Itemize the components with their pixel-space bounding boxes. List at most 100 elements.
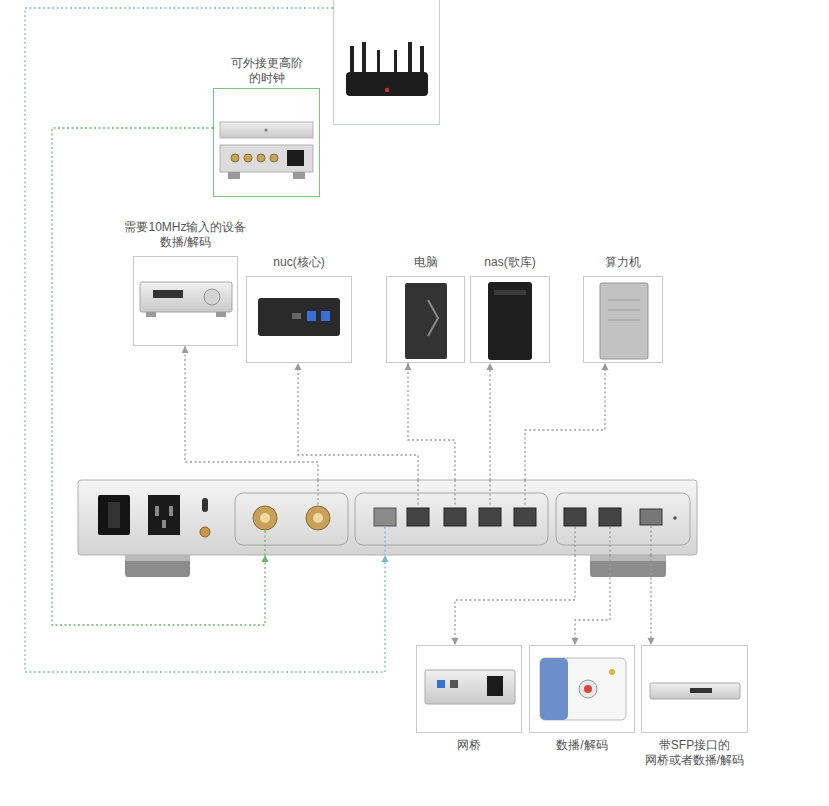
- device-label: 可外接更高阶 的时钟: [229, 56, 304, 86]
- power-inlet: [148, 495, 180, 535]
- port: [292, 313, 301, 319]
- port: [307, 311, 316, 321]
- dotted-line: [455, 555, 575, 645]
- ball: [579, 680, 597, 698]
- antenna: [377, 50, 380, 72]
- streamer-body: [540, 658, 626, 720]
- device-label: 带SFP接口的 网桥或者数播/解码: [643, 738, 746, 768]
- led: [385, 88, 389, 92]
- device-label: 算力机: [604, 255, 643, 270]
- box-outline: [641, 645, 748, 733]
- connector: [487, 363, 494, 480]
- switch-picture: [78, 480, 697, 577]
- antenna: [394, 50, 397, 72]
- vent: [608, 320, 640, 321]
- dac-body: [140, 282, 232, 312]
- clock-back: [220, 145, 313, 172]
- connector: [452, 555, 576, 645]
- rj45-port: [564, 508, 586, 526]
- dotted-line: [52, 128, 265, 625]
- arrowhead: [602, 363, 609, 370]
- device-box: 算力机: [583, 255, 663, 363]
- arrowhead: [182, 346, 189, 353]
- pc-accent: [428, 300, 438, 336]
- dac-picture: [140, 282, 232, 317]
- port-stub: [384, 527, 385, 555]
- antenna: [408, 42, 412, 72]
- port-stub: [264, 531, 265, 555]
- dotted-line: [185, 346, 318, 480]
- device-label: 需要10MHz输入的设备 数播/解码: [123, 220, 249, 250]
- toggle: [202, 498, 208, 512]
- box-outline: [470, 276, 550, 363]
- bnc-jack: [231, 154, 239, 162]
- antenna: [420, 46, 424, 74]
- nas-picture: [488, 282, 532, 360]
- port-stubs: [265, 480, 651, 555]
- port: [437, 680, 445, 688]
- bridge-body: [425, 670, 515, 704]
- rj45-port: [407, 508, 429, 526]
- lan-panel: [355, 493, 548, 545]
- router-picture: [346, 42, 428, 96]
- clock-box: 可外接更高阶 的时钟: [213, 56, 320, 197]
- power-inlet: [287, 150, 304, 166]
- uplink-panel: [556, 493, 690, 545]
- rj45-port: [444, 508, 466, 526]
- port-stub: [489, 480, 490, 507]
- screw: [673, 516, 677, 520]
- device-box: 网桥: [416, 645, 522, 753]
- led: [609, 669, 615, 675]
- connector: [182, 346, 319, 480]
- connector: [525, 363, 609, 480]
- ball-light: [584, 685, 592, 693]
- display: [690, 688, 712, 693]
- box-outline: [529, 645, 635, 733]
- bnc-center: [260, 513, 270, 523]
- port: [450, 680, 458, 688]
- dotted-line: [25, 8, 385, 672]
- box-outline: [386, 276, 465, 363]
- rj45-port: [479, 508, 501, 526]
- device-label: 电脑: [412, 255, 439, 270]
- led: [265, 129, 268, 132]
- device-label: nas(歌库): [483, 255, 538, 270]
- server-body: [600, 283, 648, 359]
- pin: [155, 506, 159, 516]
- port-stub: [317, 480, 318, 505]
- ground-post: [200, 527, 210, 537]
- pc-tower: [405, 283, 447, 359]
- connector: [572, 555, 611, 645]
- device-box: nas(歌库): [470, 255, 550, 363]
- arrowhead: [295, 363, 302, 370]
- arrowhead: [487, 363, 494, 370]
- device-label: 数播/解码: [555, 738, 610, 753]
- connector: [52, 128, 269, 625]
- device-box: 电脑: [386, 255, 465, 363]
- pin: [169, 506, 173, 516]
- power-switch: [98, 495, 130, 535]
- bnc-jack: [270, 154, 278, 162]
- foot: [293, 172, 305, 179]
- router-box: [333, 0, 440, 125]
- foot: [146, 312, 156, 317]
- antenna: [350, 46, 354, 74]
- port-stub: [609, 527, 610, 555]
- bnc-panel: [235, 493, 348, 545]
- router-body: [346, 72, 428, 96]
- bnc-jack: [253, 506, 277, 530]
- sfp-device-picture: [650, 683, 740, 699]
- box-outline: [78, 480, 697, 555]
- dotted-line: [489, 363, 490, 480]
- antenna: [362, 42, 366, 72]
- pin: [162, 520, 166, 528]
- box-outline: [133, 256, 238, 346]
- dotted-line: [408, 363, 455, 480]
- box-outline: [583, 276, 663, 363]
- rocker: [108, 502, 120, 528]
- display: [153, 290, 183, 298]
- port-stub: [650, 526, 651, 555]
- power-inlet: [487, 676, 503, 696]
- nas-logo: [494, 290, 526, 295]
